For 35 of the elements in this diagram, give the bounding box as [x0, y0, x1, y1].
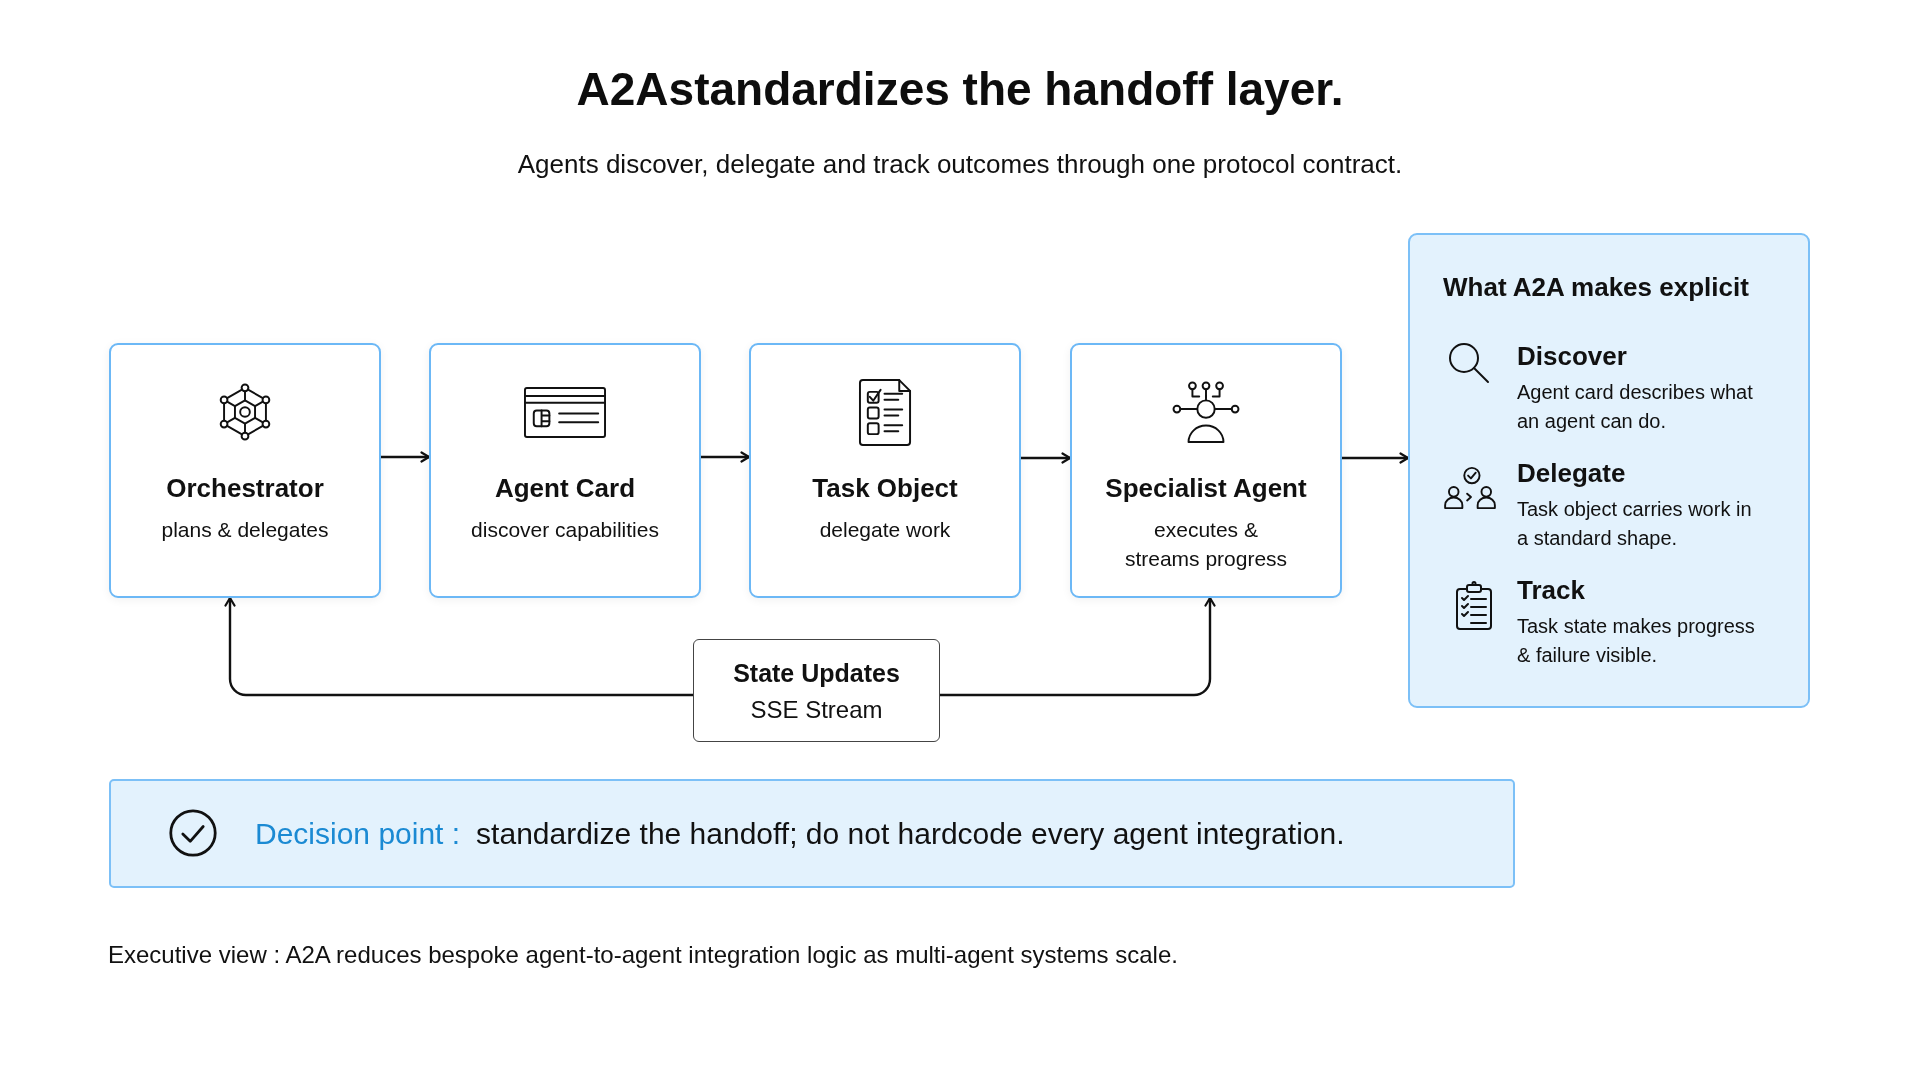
node-title: Task Object: [812, 472, 958, 505]
arrow: [1342, 452, 1410, 464]
decision-banner: [109, 779, 1515, 888]
panel-heading: What A2A makes explicit: [1443, 271, 1749, 304]
node-subtitle: discover capabilities: [471, 517, 659, 543]
process-box: [1070, 343, 1342, 598]
decision-text: standardize the handoff; do not hardcode every agent integration.: [476, 815, 1345, 852]
state-title: State Updates: [733, 658, 900, 689]
item-heading: Track: [1517, 574, 1585, 607]
item-description: Agent card describes what an agent can do.: [1517, 380, 1754, 434]
arrow: [381, 451, 431, 463]
subtitle: Agents discover, delegate and track outcomes through one protocol contract.: [517, 148, 1403, 181]
item-description: Task object carries work in a standard shape.: [1517, 497, 1753, 551]
process-box: [109, 343, 381, 598]
state-subtitle: SSE Stream: [750, 696, 883, 724]
item-heading: Discover: [1517, 340, 1627, 373]
node-title: Specialist Agent: [1105, 472, 1307, 505]
process-box: [429, 343, 701, 598]
node-title: Agent Card: [494, 472, 636, 505]
process-box: [749, 343, 1021, 598]
arrow: [940, 596, 1216, 697]
state-box: [693, 639, 940, 742]
arrow: [1021, 452, 1072, 464]
info-panel: [1408, 233, 1810, 708]
item-heading: Delegate: [1517, 457, 1626, 490]
item-description: Task state makes progress & failure visible.: [1517, 614, 1756, 668]
node-subtitle: executes & streams progress: [1123, 517, 1289, 572]
node-subtitle: delegate work: [819, 517, 951, 543]
arrow: [701, 451, 751, 463]
node-title: Orchestrator: [166, 472, 324, 505]
footnote: Executive view : A2A reduces bespoke agent-to-agent integration logic as multi-agent systems scale.: [108, 940, 1178, 970]
decision-label: Decision point :: [255, 815, 461, 852]
arrow: [224, 596, 693, 697]
node-subtitle: plans & delegates: [161, 517, 329, 543]
page-title: A2Astandardizes the handoff layer.: [576, 62, 1344, 117]
